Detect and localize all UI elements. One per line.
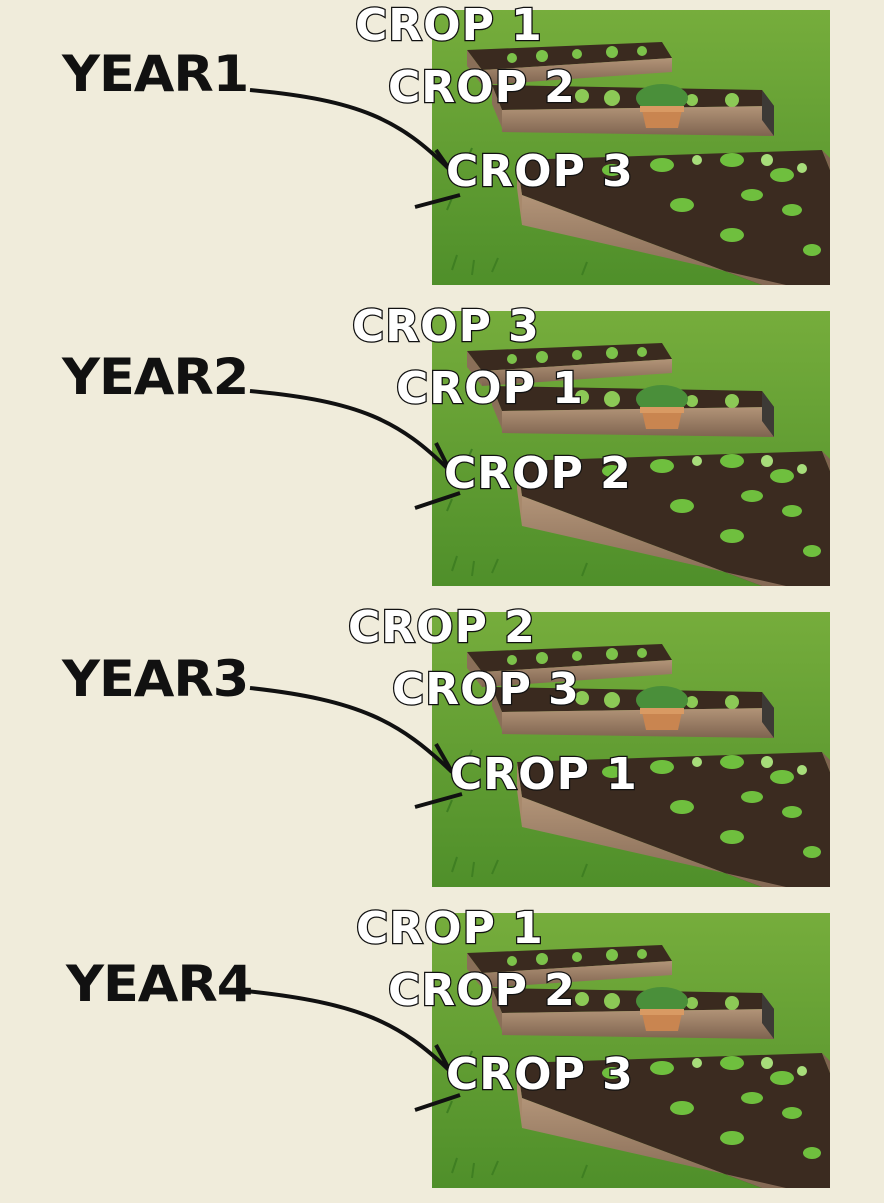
crop-label-bottom: CROP 1	[449, 748, 638, 802]
year-label: YEAR2	[62, 348, 249, 406]
year-panel-1: YEAR1 CROP 1 CROP 2 CROP 3	[0, 0, 884, 300]
crop-label-top: CROP 2	[347, 601, 536, 655]
crop-label-middle: CROP 3	[391, 663, 580, 717]
crop-label-middle: CROP 2	[387, 964, 576, 1018]
crop-label-bottom: CROP 3	[445, 1048, 634, 1102]
crop-label-middle: CROP 1	[395, 362, 584, 416]
year-panel-4: YEAR4 CROP 1 CROP 2 CROP 3	[0, 902, 884, 1203]
year-panel-2: YEAR2 CROP 3 CROP 1 CROP 2	[0, 300, 884, 601]
crop-label-bottom: CROP 2	[443, 447, 632, 501]
year-label: YEAR4	[66, 955, 253, 1013]
crop-label-top: CROP 1	[354, 0, 543, 52]
crop-label-top: CROP 3	[351, 300, 540, 354]
year-label: YEAR3	[62, 650, 249, 708]
year-label: YEAR1	[62, 45, 249, 103]
year-panel-3: YEAR3 CROP 2 CROP 3 CROP 1	[0, 601, 884, 902]
crop-label-middle: CROP 2	[387, 61, 576, 115]
crop-label-top: CROP 1	[355, 902, 544, 956]
crop-label-bottom: CROP 3	[445, 145, 634, 199]
